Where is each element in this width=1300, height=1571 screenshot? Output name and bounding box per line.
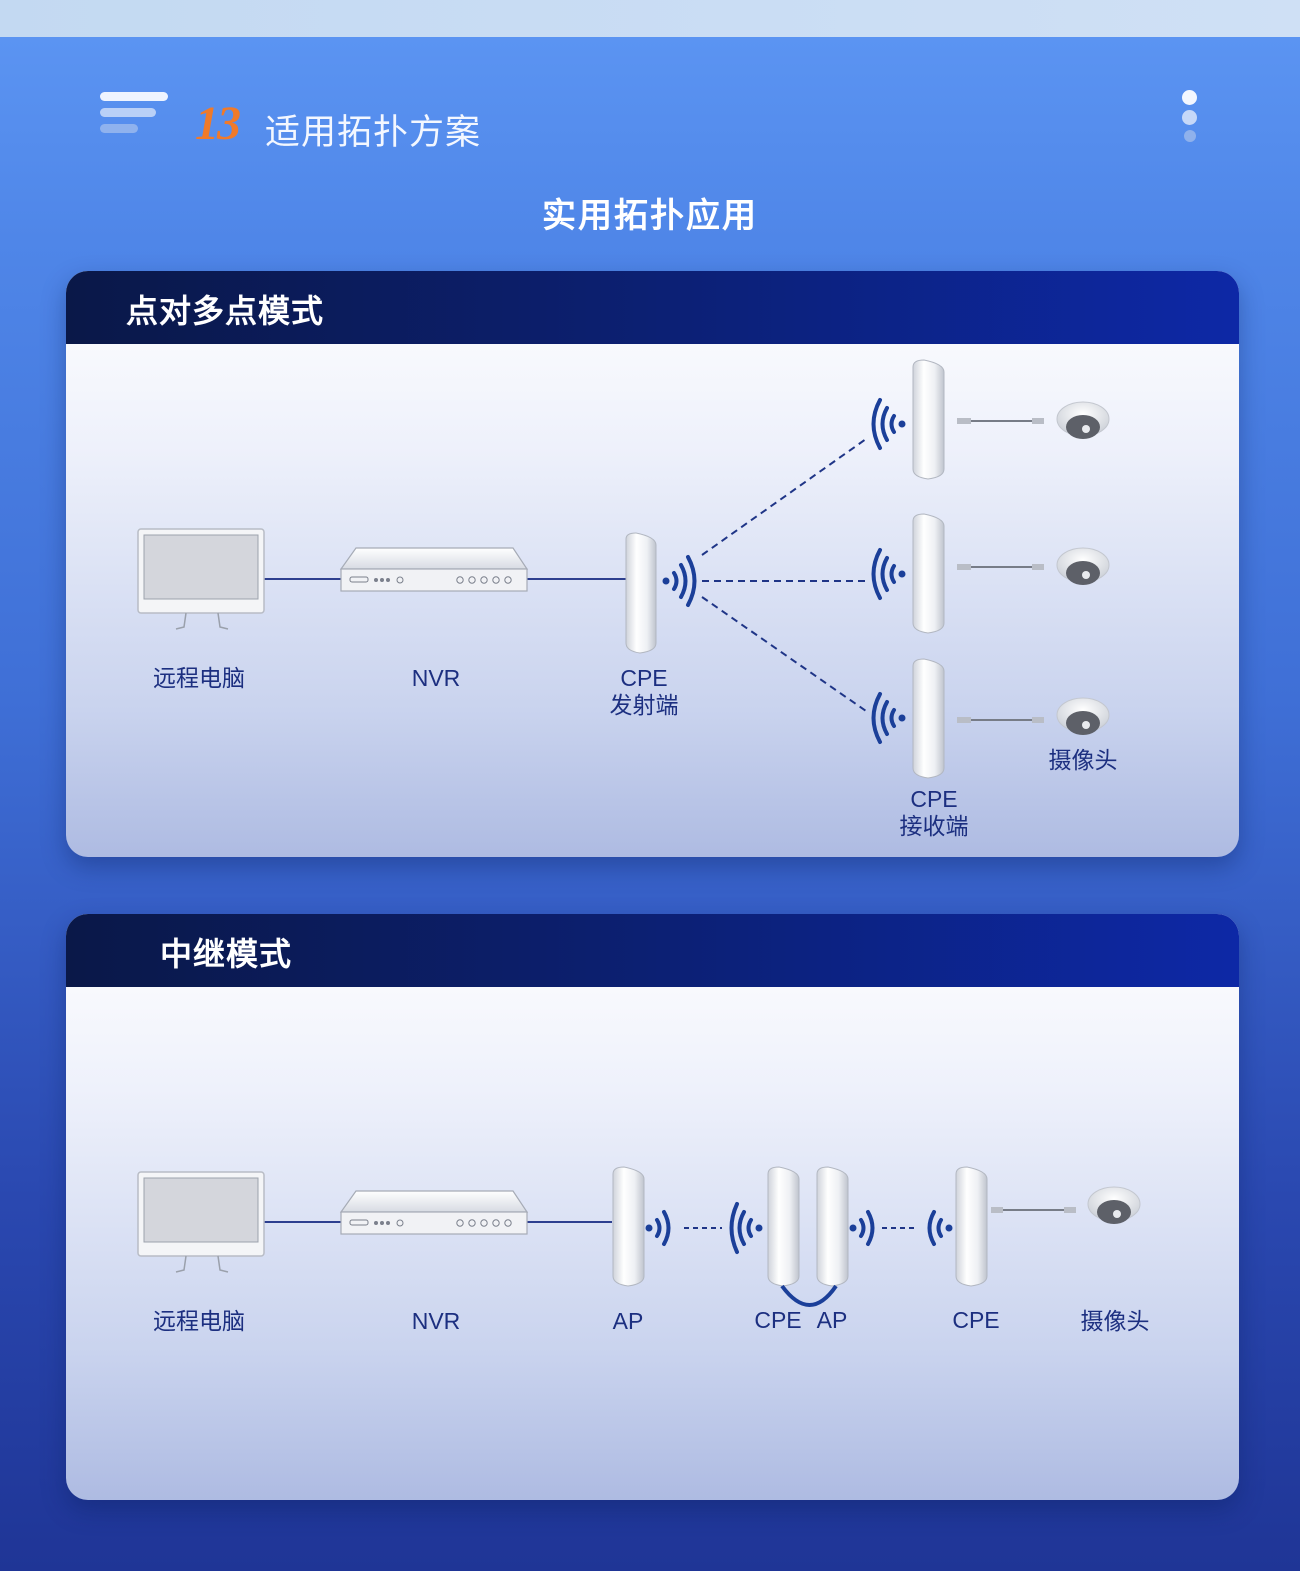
dome-camera-icon: [1087, 1186, 1141, 1224]
cpe-receiver-bottom: [871, 658, 1044, 779]
label-remote-pc: 远程电脑: [153, 665, 245, 691]
wireless-link-top: [701, 438, 867, 556]
vertical-dots-icon[interactable]: [1180, 88, 1200, 146]
label-camera: 摄像头: [1048, 747, 1118, 773]
monitor-icon: [137, 1171, 265, 1273]
section-title: 适用拓扑方案: [265, 113, 482, 152]
card-header: 中继模式: [66, 914, 1239, 987]
nvr-device-icon: [339, 547, 529, 592]
top-strip: [0, 0, 1300, 37]
dome-camera-icon: [1056, 401, 1110, 439]
main-heading: 实用拓扑应用: [542, 197, 758, 235]
topology-diagram: [137, 1166, 1141, 1307]
hamburger-menu-icon[interactable]: [100, 90, 170, 136]
label-cpe-rx: CPE: [910, 786, 958, 812]
nvr-device-icon: [339, 1190, 529, 1235]
ap-device-icon: [816, 1166, 849, 1287]
cpe-transmitter-icon: [625, 532, 657, 654]
label-ap: AP: [612, 1308, 644, 1334]
cpe-receiver-middle: [871, 513, 1044, 634]
card-point-to-multipoint: 点对多点模式: [66, 271, 1239, 857]
cpe-device-icon: [955, 1166, 988, 1287]
ap-device-icon: [612, 1166, 645, 1287]
topology-diagram: [137, 359, 1110, 779]
card-title: 点对多点模式: [126, 293, 325, 329]
label-cpe-tx-role: 发射端: [609, 692, 679, 718]
label-cpe-tx: CPE: [620, 665, 668, 691]
label-nvr: NVR: [411, 665, 461, 691]
wifi-signal-out-icon: [662, 555, 697, 607]
label-cpe-ap-ap: AP: [816, 1307, 848, 1333]
label-cpe-rx-role: 接收端: [899, 813, 969, 839]
wifi-signal-in-icon: [729, 1202, 763, 1254]
cpe-device-icon: [767, 1166, 800, 1287]
cpe-ap-bridge-cable: [780, 1284, 838, 1307]
wifi-signal-out-icon: [849, 1210, 875, 1246]
label-remote-pc: 远程电脑: [153, 1308, 245, 1334]
card-title: 中继模式: [160, 936, 293, 972]
label-camera: 摄像头: [1080, 1308, 1150, 1334]
label-cpe: CPE: [952, 1307, 1000, 1333]
card-header: 点对多点模式: [66, 271, 1239, 344]
label-cpe-ap-cpe: CPE: [754, 1307, 802, 1333]
card-repeater-mode: 中继模式: [66, 914, 1239, 1500]
wifi-signal-in-icon: [927, 1210, 953, 1246]
dome-camera-icon: [1056, 697, 1110, 735]
cpe-receiver-top: [871, 359, 1044, 480]
wireless-link-bottom: [701, 596, 867, 712]
label-nvr: NVR: [411, 1308, 461, 1334]
monitor-icon: [137, 528, 265, 630]
wifi-signal-out-icon: [645, 1210, 671, 1246]
section-number: 13: [195, 97, 241, 150]
dome-camera-icon: [1056, 547, 1110, 585]
